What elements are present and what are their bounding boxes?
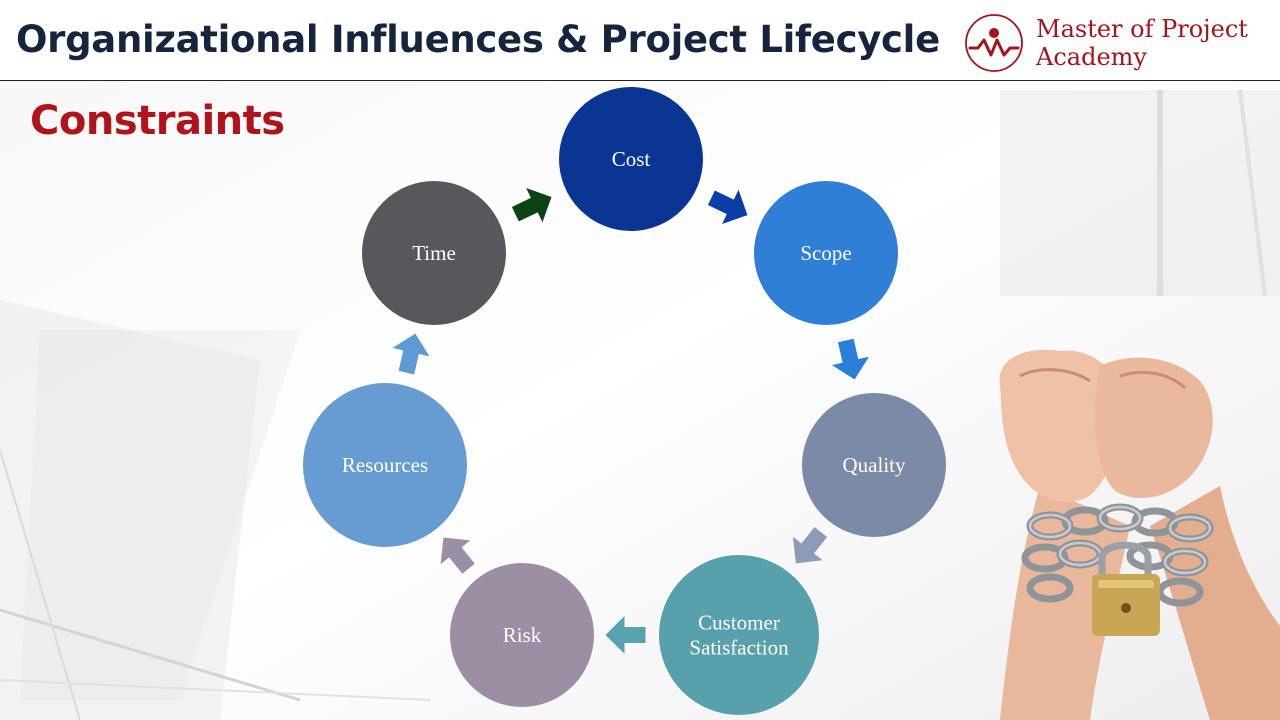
logo-line-2: Academy <box>1036 43 1147 71</box>
node-cost: Cost <box>559 87 703 231</box>
node-label-scope: Scope <box>800 241 851 265</box>
node-circle-time <box>362 181 506 325</box>
node-scope: Scope <box>754 181 898 325</box>
node-circle-scope <box>754 181 898 325</box>
header-divider <box>0 80 1280 81</box>
flow-arrow-cost-to-scope <box>707 189 748 224</box>
node-label-customer-satisfaction: Satisfaction <box>689 636 789 660</box>
node-time: Time <box>362 181 506 325</box>
node-label-resources: Resources <box>342 453 428 477</box>
node-label-cost: Cost <box>612 147 651 171</box>
logo: Master of Project Academy <box>964 11 1274 77</box>
flow-arrow-time-to-cost <box>511 187 552 223</box>
node-label-time: Time <box>412 241 456 265</box>
node-circle-customer-satisfaction <box>659 555 819 715</box>
node-resources: Resources <box>303 383 467 547</box>
node-label-quality: Quality <box>843 453 906 477</box>
node-risk: Risk <box>450 563 594 707</box>
flow-arrow-risk-to-resources <box>440 537 475 574</box>
page-title: Organizational Influences & Project Life… <box>16 18 940 61</box>
logo-line-1: Master of Project <box>1036 15 1248 43</box>
flow-arrow-scope-to-quality <box>831 338 869 380</box>
flow-arrow-resources-to-time <box>392 333 430 375</box>
node-circle-cost <box>559 87 703 231</box>
header-bar: Organizational Influences & Project Life… <box>0 0 1280 80</box>
node-circle-resources <box>303 383 467 547</box>
node-label-risk: Risk <box>503 623 542 647</box>
node-circle-quality <box>802 393 946 537</box>
logo-text: Master of Project Academy <box>1036 15 1248 71</box>
flow-arrow-customer-satisfaction-to-risk <box>605 616 646 654</box>
node-label-customer-satisfaction: Customer <box>698 611 780 635</box>
chained-hands-padlock-icon <box>999 349 1280 720</box>
section-heading: Constraints <box>30 98 285 144</box>
node-quality: Quality <box>802 393 946 537</box>
node-circle-risk <box>450 563 594 707</box>
academy-logo-icon <box>965 14 1023 72</box>
flow-arrow-quality-to-customer-satisfaction <box>792 527 828 564</box>
